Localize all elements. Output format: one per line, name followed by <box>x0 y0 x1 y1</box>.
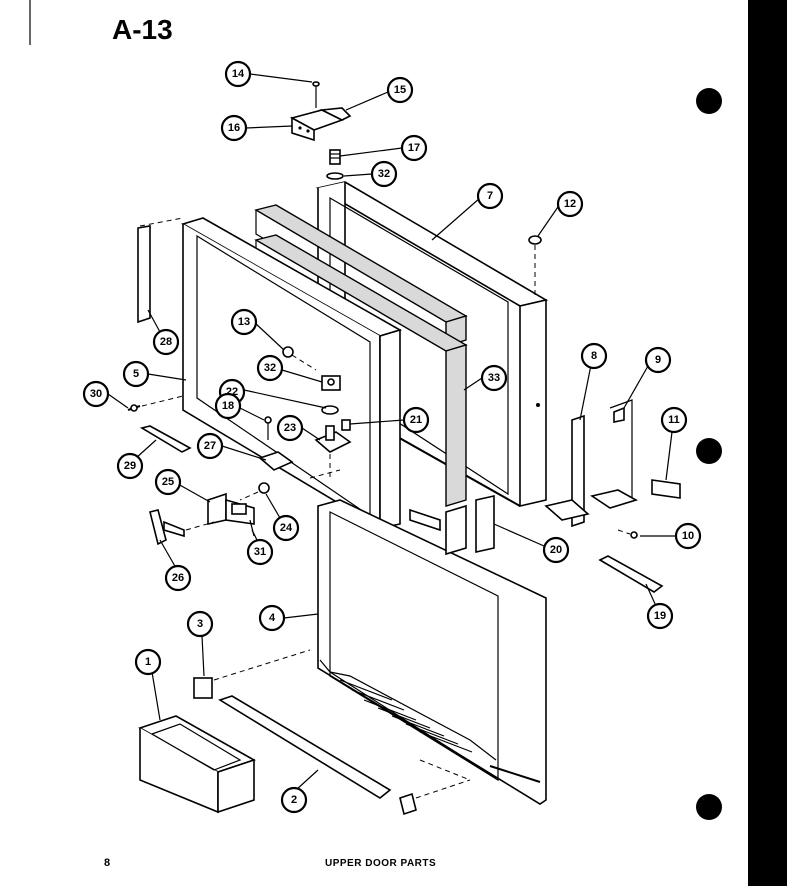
bracket-screw <box>617 529 638 539</box>
door-bar <box>218 695 471 816</box>
callout-14: 14 <box>224 60 252 88</box>
svg-text:5: 5 <box>133 368 139 380</box>
door-shelf-retainer <box>598 555 664 593</box>
bracket-cover-strip <box>651 479 681 499</box>
callout-24: 24 <box>272 514 300 542</box>
callout-28: 28 <box>152 328 180 356</box>
svg-text:14: 14 <box>232 68 245 80</box>
svg-text:20: 20 <box>550 544 562 556</box>
callout-29: 29 <box>116 452 144 480</box>
svg-text:28: 28 <box>160 336 172 348</box>
binder-hole-middle <box>696 438 722 464</box>
plug-button <box>528 235 542 296</box>
leader-lines <box>107 73 676 791</box>
top-hinge-assembly <box>289 81 352 180</box>
svg-text:18: 18 <box>222 400 234 412</box>
callout-30: 30 <box>82 380 110 408</box>
callout-17: 17 <box>400 134 428 162</box>
callout-33: 33 <box>480 364 508 392</box>
svg-text:4: 4 <box>269 612 276 624</box>
svg-text:3: 3 <box>197 618 203 630</box>
svg-text:2: 2 <box>291 794 297 806</box>
center-hinge-parts <box>258 346 352 479</box>
svg-text:33: 33 <box>488 372 500 384</box>
svg-text:29: 29 <box>124 460 136 472</box>
door-hinge-brackets <box>544 399 639 528</box>
svg-text:24: 24 <box>280 522 293 534</box>
callout-16: 16 <box>220 114 248 142</box>
svg-text:32: 32 <box>264 362 276 374</box>
breaker-strips <box>254 204 468 507</box>
svg-text:16: 16 <box>228 122 240 134</box>
svg-text:9: 9 <box>655 354 661 366</box>
binder-hole-top <box>696 88 722 114</box>
svg-text:13: 13 <box>238 316 250 328</box>
callout-12: 12 <box>556 190 584 218</box>
svg-text:11: 11 <box>668 414 680 426</box>
callout-31: 31 <box>246 538 274 566</box>
svg-text:10: 10 <box>682 530 694 542</box>
lower-hinge-parts <box>149 482 270 546</box>
svg-text:1: 1 <box>145 656 151 668</box>
svg-text:7: 7 <box>487 190 493 202</box>
binder-edge-bar <box>748 0 787 886</box>
callout-32-top: 32 <box>370 160 398 188</box>
svg-text:17: 17 <box>408 142 420 154</box>
svg-text:26: 26 <box>172 572 184 584</box>
callout-2: 2 <box>280 786 308 814</box>
svg-text:8: 8 <box>591 350 597 362</box>
callout-4: 4 <box>258 604 286 632</box>
page-title: A-13 <box>112 14 173 45</box>
callout-20: 20 <box>542 536 570 564</box>
side-trim-strip <box>137 225 151 324</box>
callout-5: 5 <box>122 360 150 388</box>
door-bin <box>138 715 256 814</box>
svg-text:30: 30 <box>90 388 102 400</box>
callout-9: 9 <box>644 346 672 374</box>
door-liner <box>317 495 547 805</box>
svg-text:15: 15 <box>394 84 406 96</box>
lower-trim-parts <box>127 395 192 453</box>
svg-text:31: 31 <box>254 546 266 558</box>
callout-26: 26 <box>164 564 192 592</box>
svg-text:32: 32 <box>378 168 390 180</box>
callout-19: 19 <box>646 602 674 630</box>
callout-32-mid: 32 <box>256 354 284 382</box>
page-caption: UPPER DOOR PARTS <box>325 858 437 869</box>
page-number: 8 <box>104 857 111 869</box>
callout-11: 11 <box>660 406 688 434</box>
callout-27: 27 <box>196 432 224 460</box>
callout-1: 1 <box>134 648 162 676</box>
binder-hole-bottom <box>696 794 722 820</box>
callout-21: 21 <box>402 406 430 434</box>
callout-13: 13 <box>230 308 258 336</box>
callout-8: 8 <box>580 342 608 370</box>
callout-23: 23 <box>276 414 304 442</box>
shelf-clip <box>193 649 311 699</box>
callout-7: 7 <box>476 182 504 210</box>
callout-15: 15 <box>386 76 414 104</box>
svg-text:12: 12 <box>564 198 576 210</box>
callout-10: 10 <box>674 522 702 550</box>
callout-18: 18 <box>214 392 242 420</box>
svg-text:21: 21 <box>410 414 422 426</box>
svg-text:27: 27 <box>204 440 216 452</box>
svg-text:25: 25 <box>162 476 174 488</box>
svg-text:23: 23 <box>284 422 296 434</box>
callout-25: 25 <box>154 468 182 496</box>
svg-text:19: 19 <box>654 610 666 622</box>
callout-3: 3 <box>186 610 214 638</box>
